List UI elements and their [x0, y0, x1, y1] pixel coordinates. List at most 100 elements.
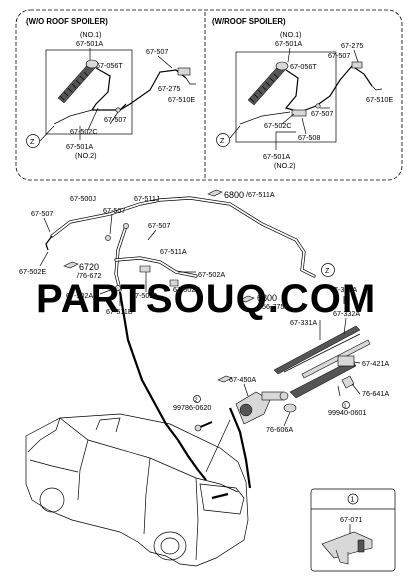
right-67-501a-top-label: 67-501A	[275, 39, 302, 48]
left-67-501a-bottom-label: 67-501A	[66, 142, 93, 151]
left-detail-box	[45, 49, 133, 135]
left-z-leader	[39, 125, 55, 142]
left-no2-label: (NO.2)	[75, 151, 97, 160]
right-detail-box	[235, 51, 337, 143]
right-z-label: Z	[220, 136, 225, 145]
main-hose-inner	[51, 197, 315, 277]
label-67-502b: 67-502B	[173, 285, 200, 294]
wiper-arm-67-421a	[289, 355, 357, 399]
ref-6720: 6720 /76-672	[63, 261, 101, 280]
cap-76-641a	[341, 375, 355, 389]
rear-routing-line	[205, 419, 231, 473]
ref-67-511a-top-label: /67-511A	[246, 190, 275, 199]
left-panel-header: (W/O ROOF SPOILER)	[26, 17, 108, 26]
label-67-507-2: 67-507	[103, 206, 125, 215]
label-67-511j: 67-511J	[134, 194, 160, 203]
ref-76-672-label: /76-672	[77, 271, 101, 280]
right-67-056t-label: 67-056T	[290, 62, 317, 71]
right-no1-label: (NO.1)	[280, 30, 302, 39]
left-67-507b-label: 67-507	[104, 115, 126, 124]
right-panel-header: (W/ROOF SPOILER)	[212, 17, 286, 26]
left-67-275-label: 67-275	[158, 84, 180, 93]
left-67-510e-label: 67-510E	[168, 95, 195, 104]
clip-67-507-a	[105, 235, 111, 241]
leader-606a	[283, 411, 291, 427]
left-washer-hose	[90, 67, 127, 111]
right-leader-508	[301, 117, 307, 135]
right-hose-lower	[239, 111, 291, 125]
top-panels-frame	[15, 9, 403, 181]
left-67-501a-top-label: 67-501A	[76, 39, 103, 48]
inset-circled-label: 1	[351, 495, 355, 504]
left-washer-nozzle	[57, 59, 99, 104]
ref-6800-mid-label: 6800	[257, 293, 277, 303]
leader-99940	[337, 385, 341, 397]
left-67-502c-label: 67-502C	[70, 127, 98, 136]
vehicle-outline	[25, 413, 249, 567]
right-hose-to-connector	[315, 65, 373, 107]
right-washer-hose	[284, 69, 317, 113]
right-67-502c-label: 67-502C	[264, 121, 292, 130]
circled-2-marker	[193, 395, 201, 403]
main-hose-lower-inner	[115, 257, 197, 277]
left-67-056t-label: 67-056T	[96, 61, 123, 70]
hose-to-rear	[228, 407, 252, 489]
label-67-331a: 67-331A	[290, 318, 317, 327]
leader-507-3	[147, 229, 157, 241]
wiper-blade-refill-67-332a	[301, 339, 371, 379]
left-z-label: Z	[30, 137, 35, 146]
left-connector-67-510e	[185, 77, 196, 85]
ref-6800-mid: 6800 /56-775A	[239, 293, 289, 311]
label-67-507-1: 67-507	[31, 209, 53, 218]
ref-6720-label: 6720	[79, 262, 99, 272]
left-67-507a-label: 67-507	[146, 47, 168, 56]
right-leader-275	[353, 49, 359, 63]
left-connector-67-275	[177, 67, 191, 76]
label-67-511a-mid: 67-511A	[160, 247, 187, 256]
wiper-motor-67-450a	[217, 375, 289, 425]
leader-450a	[243, 383, 249, 397]
right-67-507b-label: 67-507	[311, 109, 333, 118]
ref-6800-top: 6800 /67-511A	[207, 189, 275, 200]
label-76-606a: 76-606A	[266, 425, 293, 434]
ref-56-775a-label: /56-775A	[260, 302, 289, 311]
label-67-507-3: 67-507	[148, 221, 170, 230]
inset-box	[310, 488, 396, 572]
leader-507-1	[43, 217, 51, 233]
left-leader-507b	[109, 111, 119, 125]
inset-circled-marker	[347, 493, 359, 505]
left-hose-lower	[53, 109, 93, 125]
right-no2-label: (NO.2)	[274, 161, 296, 170]
leader-502a-2	[99, 287, 117, 295]
left-hose-to-connector	[119, 69, 187, 111]
circled-1-marker	[342, 401, 350, 409]
label-67-421a: 67-421A	[362, 359, 389, 368]
right-leader-501a	[287, 47, 291, 63]
clip-67-507-b	[123, 223, 129, 229]
main-z-circle	[321, 263, 335, 277]
ref-6800-top-label: 6800	[224, 190, 244, 200]
leader-502e	[39, 251, 49, 267]
watermark: PARTSOUQ.COM	[36, 277, 376, 321]
grommet-76-606a	[283, 403, 297, 413]
main-z-label: Z	[325, 266, 330, 275]
label-67-502a-1: 67-502A	[198, 270, 225, 279]
leader-421a	[353, 361, 361, 364]
left-z-circle	[26, 134, 40, 148]
label-67-330a: 67-330A	[330, 285, 357, 294]
hose-into-body	[177, 439, 207, 481]
label-99940-0601: 99940-0601	[328, 408, 366, 417]
left-nozzle-hose	[45, 235, 53, 251]
circled-1-label: 1	[344, 404, 347, 410]
circled-2-label: 2	[195, 398, 198, 404]
label-67-511b: 67-511B	[106, 307, 133, 316]
label-99786-0620: 99786-0620	[173, 403, 211, 412]
left-leader-502c	[87, 107, 99, 131]
right-67-501a-bottom-label: 67-501A	[263, 152, 290, 161]
left-leader-507a	[157, 55, 173, 69]
label-67-502e: 67-502E	[19, 267, 46, 276]
label-67-450a: 67-450A	[229, 375, 256, 384]
right-connector-67-510e	[371, 85, 383, 91]
leader-blade	[319, 296, 347, 340]
right-67-275-label: 67-275	[341, 41, 363, 50]
